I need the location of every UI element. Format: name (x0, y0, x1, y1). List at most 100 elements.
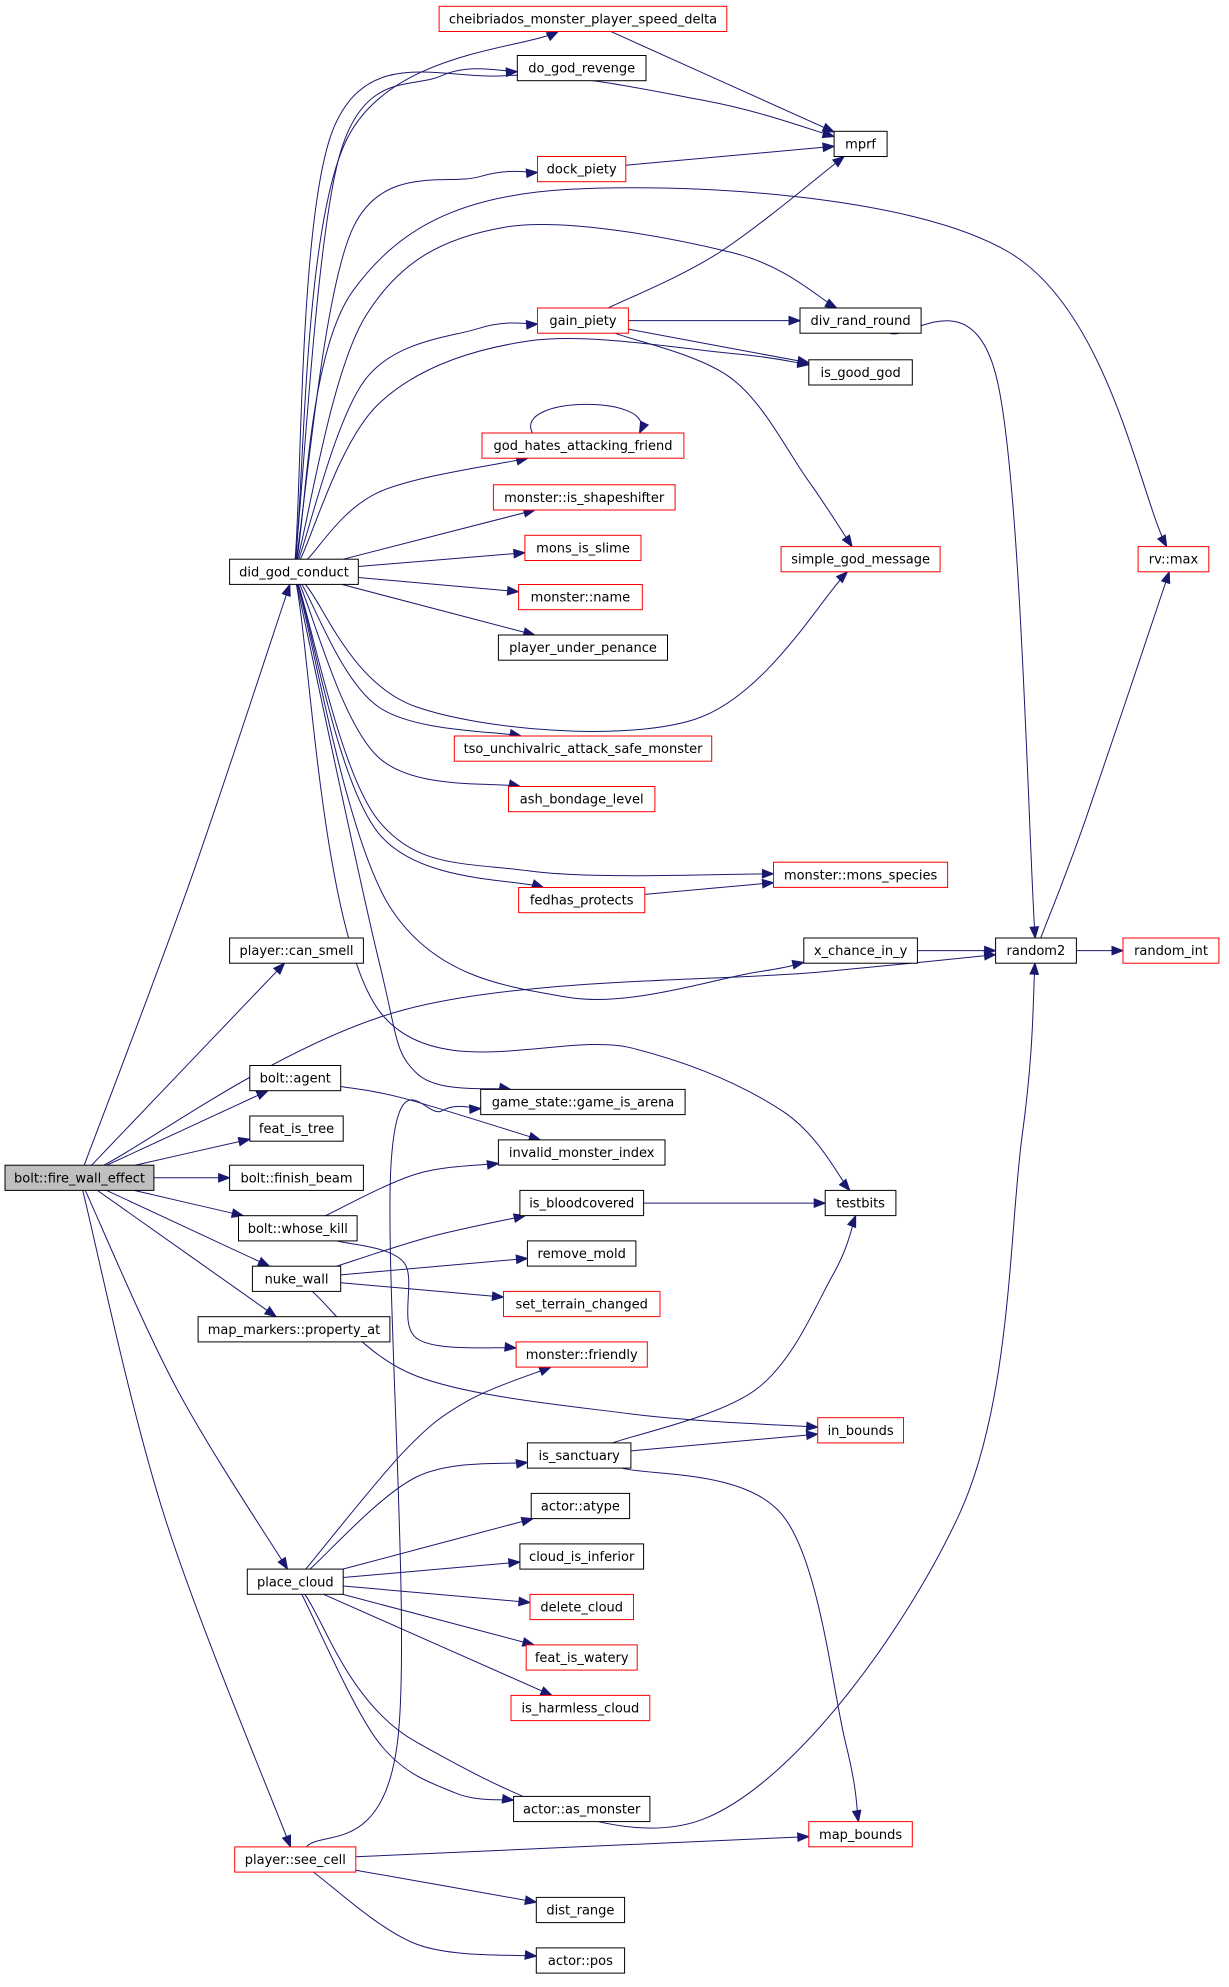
edge-line (297, 584, 544, 888)
node-delete-cloud[interactable]: delete_cloud (529, 1593, 634, 1621)
node-in-bounds[interactable]: in_bounds (817, 1417, 905, 1444)
node-rv-max[interactable]: rv::max (1137, 546, 1210, 573)
edge-root-to-did_god_conduct (83, 583, 291, 1166)
node-do-god-revenge[interactable]: do_god_revenge (516, 55, 647, 82)
node-place-cloud[interactable]: place_cloud (246, 1568, 344, 1595)
edge-line (340, 1257, 528, 1276)
arrowhead-icon (263, 1306, 278, 1318)
arrowhead-icon (524, 1950, 538, 1960)
node-cloud-is-inferior[interactable]: cloud_is_inferior (519, 1543, 645, 1570)
node-box (525, 1644, 638, 1671)
edge-nuke_wall-to-set_terrain_changed (340, 1282, 505, 1301)
edge-line (103, 954, 996, 1166)
edge-did_god_conduct-to-game_is_arena (296, 584, 512, 1093)
node-box (808, 1821, 913, 1848)
node-mprf[interactable]: mprf (833, 130, 888, 158)
node-feat-is-watery[interactable]: feat_is_watery (525, 1644, 638, 1671)
node-did-god-conduct[interactable]: did_god_conduct (229, 558, 359, 585)
node-box (773, 861, 949, 888)
arrowhead-icon (255, 1090, 270, 1100)
node-random-int[interactable]: random_int (1122, 937, 1220, 964)
node-actor-atype[interactable]: actor::atype (530, 1492, 631, 1520)
node-fedhas-protects[interactable]: fedhas_protects (518, 887, 646, 914)
node-label: testbits (836, 1197, 885, 1212)
node-remove-mold[interactable]: remove_mold (526, 1240, 637, 1267)
node-player-under-penance[interactable]: player_under_penance (497, 634, 668, 661)
node-div-rand-round[interactable]: div_rand_round (799, 307, 922, 334)
arrowhead-icon (277, 1556, 289, 1571)
edge-gain_piety-to-mprf (607, 155, 846, 309)
edge-see_cell-to-dist_range (355, 1869, 538, 1906)
edge-line (336, 1240, 517, 1349)
edge-did_god_conduct-to-mons_is_slime (358, 548, 527, 567)
arrowhead-icon (841, 534, 853, 548)
node-see-cell[interactable]: player::see_cell (234, 1846, 357, 1873)
arrowhead-icon (797, 1832, 811, 1842)
node-monster-friendly[interactable]: monster::friendly (515, 1341, 648, 1368)
node-is-bloodcovered[interactable]: is_bloodcovered (519, 1189, 645, 1217)
arrowhead-icon (507, 1558, 522, 1568)
node-simple-god-message[interactable]: simple_god_message (780, 546, 941, 573)
node-bolt-agent[interactable]: bolt::agent (249, 1065, 342, 1092)
arrowhead-icon (1156, 534, 1168, 548)
edge-root-to-bolt_agent (106, 1090, 270, 1166)
node-label: tso_unchivalric_attack_safe_monster (464, 742, 704, 757)
node-map-bounds[interactable]: map_bounds (808, 1821, 913, 1848)
edge-line (305, 1366, 551, 1570)
arrowhead-icon (838, 1178, 851, 1192)
node-is-shapeshifter[interactable]: monster::is_shapeshifter (492, 484, 676, 511)
node-nuke-wall[interactable]: nuke_wall (251, 1265, 342, 1292)
node-dist-range[interactable]: dist_range (535, 1896, 626, 1924)
edge-line (343, 1561, 520, 1578)
edge-line (313, 1871, 537, 1957)
node-random2[interactable]: random2 (995, 937, 1077, 964)
node-is-good-god[interactable]: is_good_god (808, 359, 913, 386)
node-whose-kill[interactable]: bolt::whose_kill (238, 1215, 358, 1242)
arrowhead-icon (831, 155, 846, 168)
edge-line (628, 328, 809, 364)
node-actor-pos[interactable]: actor::pos (535, 1947, 626, 1974)
node-gain-piety[interactable]: gain_piety (537, 307, 629, 334)
node-label: player_under_penance (509, 641, 657, 656)
arrowhead-icon (822, 142, 836, 153)
node-box (808, 359, 913, 386)
node-mons-is-slime[interactable]: mons_is_slime (524, 534, 642, 561)
node-testbits[interactable]: testbits (824, 1189, 897, 1217)
node-feat-is-tree[interactable]: feat_is_tree (249, 1115, 344, 1142)
node-label: simple_god_message (791, 553, 930, 568)
arrowhead-icon (501, 1793, 515, 1804)
node-x-chance-in-y[interactable]: x_chance_in_y (803, 937, 918, 964)
node-property-at[interactable]: map_markers::property_at (197, 1316, 391, 1343)
node-is-sanctuary[interactable]: is_sanctuary (526, 1442, 632, 1469)
arrowhead-icon (256, 1256, 271, 1267)
node-root[interactable]: bolt::fire_wall_effect (4, 1164, 155, 1191)
edge-place_cloud-to-is_harmless_cloud (323, 1593, 554, 1696)
node-god-hates[interactable]: god_hates_attacking_friend (481, 432, 685, 459)
node-finish-beam[interactable]: bolt::finish_beam (229, 1164, 364, 1191)
node-box (780, 546, 941, 573)
edge-root-to-can_smell (91, 962, 286, 1166)
node-box (234, 1846, 357, 1873)
edge-gain_piety-to-div_rand_round (628, 315, 802, 326)
node-monster-name[interactable]: monster::name (518, 584, 643, 611)
arrowhead-icon (525, 168, 539, 179)
node-can-smell[interactable]: player::can_smell (229, 937, 364, 964)
node-box (537, 307, 629, 334)
node-ash-bondage[interactable]: ash_bondage_level (508, 786, 656, 813)
node-set-terrain-changed[interactable]: set_terrain_changed (503, 1290, 661, 1318)
node-game-is-arena[interactable]: game_state::game_is_arena (480, 1088, 686, 1116)
edge-did_god_conduct-to-cheibriados (295, 30, 560, 560)
node-is-harmless-cloud[interactable]: is_harmless_cloud (510, 1694, 651, 1722)
arrowhead-icon (281, 583, 291, 598)
node-invalid-monster-index[interactable]: invalid_monster_index (497, 1139, 666, 1166)
edge-place_cloud-to-as_monster (301, 1594, 515, 1804)
node-cheibriados[interactable]: cheibriados_monster_player_speed_delta (438, 5, 728, 33)
node-box (229, 937, 364, 964)
node-dock-piety[interactable]: dock_piety (537, 156, 627, 183)
node-tso[interactable]: tso_unchivalric_attack_safe_monster (453, 735, 713, 762)
node-mons-species[interactable]: monster::mons_species (773, 861, 949, 888)
node-as-monster[interactable]: actor::as_monster (513, 1795, 651, 1823)
node-box (497, 1139, 666, 1166)
node-label: monster::name (531, 591, 630, 606)
